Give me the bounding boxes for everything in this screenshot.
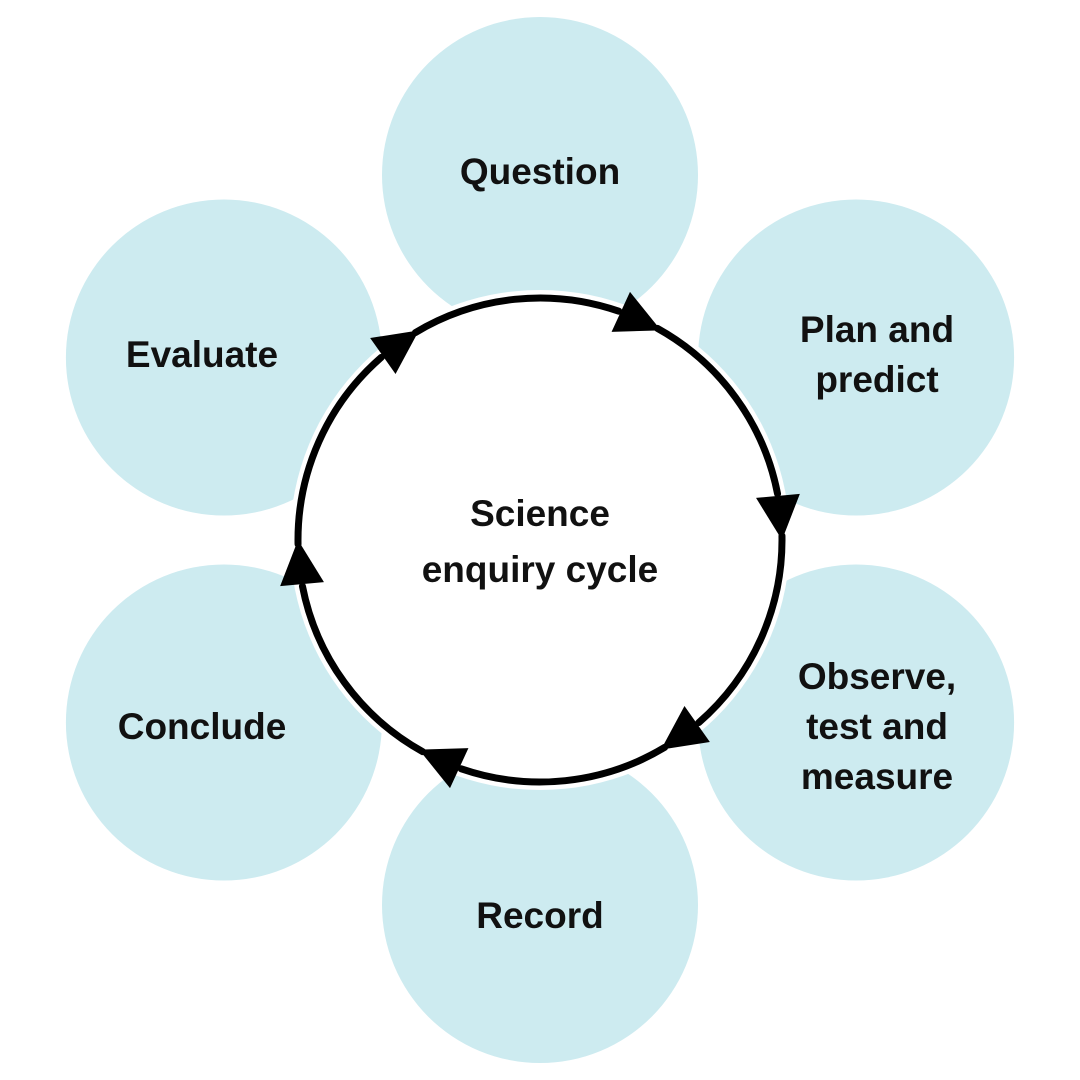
label-line: Observe, bbox=[797, 656, 957, 697]
label-line: test and bbox=[806, 706, 948, 747]
cycle-arrow-arc bbox=[298, 582, 427, 756]
center-circle bbox=[290, 290, 790, 790]
label-line: Plan and bbox=[799, 309, 955, 350]
stage-label-observe-test-measure: Observe, test and measure bbox=[727, 652, 1027, 802]
stage-bubble-conclude bbox=[65, 564, 382, 881]
arrowhead-icon bbox=[756, 493, 800, 540]
label-line: Science bbox=[470, 493, 610, 534]
label-line: enquiry cycle bbox=[421, 549, 659, 590]
stage-label-evaluate: Evaluate bbox=[52, 330, 352, 380]
stage-bubble-evaluate bbox=[65, 199, 382, 516]
cycle-arrow-arc bbox=[457, 743, 669, 786]
stage-label-record: Record bbox=[390, 891, 690, 941]
arrowhead-icon bbox=[280, 540, 324, 587]
label-line: Question bbox=[459, 151, 621, 192]
arrowhead-icon bbox=[419, 748, 469, 789]
center-title: Science enquiry cycle bbox=[390, 486, 690, 598]
arrowhead-icon bbox=[661, 706, 710, 750]
label-line: Conclude bbox=[117, 706, 287, 747]
stage-bubble-observe-test-measure bbox=[698, 564, 1015, 881]
cycle-arrow-arc bbox=[653, 324, 782, 498]
stage-bubble-record bbox=[382, 747, 698, 1063]
stage-label-question: Question bbox=[390, 147, 690, 197]
label-line: Evaluate bbox=[125, 334, 279, 375]
stage-bubble-question bbox=[382, 17, 698, 333]
arrowhead-icon bbox=[370, 330, 419, 374]
label-line: predict bbox=[815, 359, 939, 400]
cycle-arrow-arc bbox=[411, 294, 623, 337]
label-line: measure bbox=[800, 756, 954, 797]
stage-label-conclude: Conclude bbox=[52, 702, 352, 752]
stage-bubble-plan-and-predict bbox=[698, 199, 1015, 516]
cycle-arrow-arc bbox=[695, 532, 786, 727]
stage-label-plan-and-predict: Plan and predict bbox=[727, 305, 1027, 405]
arrowhead-icon bbox=[611, 291, 661, 332]
cycle-arrow-arc bbox=[294, 353, 385, 548]
label-line: Record bbox=[476, 895, 604, 936]
